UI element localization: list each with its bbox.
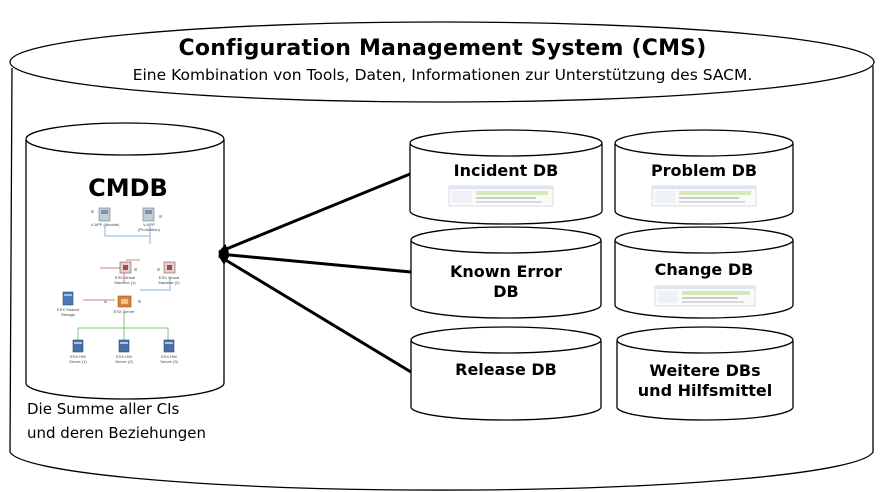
- cms-title: Configuration Management System (CMS): [178, 36, 707, 61]
- esx-hw-2-icon: [118, 339, 130, 353]
- esx-hw-3-icon: [163, 339, 175, 353]
- other-db-label-line2: und Hilfsmittel: [637, 381, 773, 400]
- known-error-db-cylinder: [410, 226, 602, 319]
- other-db-label-line1: Weitere DBs: [649, 361, 761, 380]
- problem-db-thumbnail: [651, 185, 757, 207]
- change-db-thumbnail: [654, 285, 756, 307]
- known-error-db-label-line1: Known Error: [449, 262, 563, 281]
- release-db-label: Release DB: [455, 360, 557, 379]
- node-label-vapp-production: V-APP(Produktion): [138, 222, 160, 232]
- node-label-vapp-moodle: V-APP (Moodle): [90, 222, 120, 227]
- incident-db-label: Incident DB: [453, 161, 559, 180]
- change-db-label: Change DB: [654, 260, 754, 279]
- incident-db-thumbnail: [448, 185, 554, 207]
- arrow-known-error-to-cmdb: [218, 249, 412, 274]
- cmdb-graph-edges: [77, 226, 171, 340]
- esx-vm-2-icon: [157, 261, 176, 274]
- cmdb-description: Die Summe aller CIs und deren Beziehunge…: [27, 397, 206, 445]
- vapp-moodle-icon: [91, 207, 111, 222]
- arrow-release-to-cmdb: [218, 254, 412, 374]
- cmdb-description-line1: Die Summe aller CIs: [27, 400, 180, 418]
- other-db-cylinder: [616, 326, 794, 421]
- cms-subtitle: Eine Kombination von Tools, Daten, Infor…: [132, 66, 753, 84]
- cmdb-description-line2: und deren Beziehungen: [27, 424, 206, 442]
- esx-hw-1-icon: [72, 339, 84, 353]
- cmdb-title: CMDB: [88, 174, 168, 202]
- esx-server-icon: [104, 295, 141, 308]
- arrow-incident-to-cmdb: [218, 172, 411, 254]
- known-error-db-label-line2: DB: [493, 282, 519, 301]
- esx-shared-storage-icon: [62, 291, 74, 306]
- known-error-db-label: Known Error DB: [411, 262, 601, 302]
- vapp-production-icon: [142, 207, 162, 222]
- release-db-cylinder: [410, 326, 602, 421]
- problem-db-label: Problem DB: [650, 161, 758, 180]
- cmdb-graph-nodes: [62, 207, 176, 353]
- esx-vm-1-icon: [119, 261, 137, 274]
- node-label-esx-server: ESX Server: [113, 309, 135, 314]
- other-db-label: Weitere DBs und Hilfsmittel: [617, 361, 793, 401]
